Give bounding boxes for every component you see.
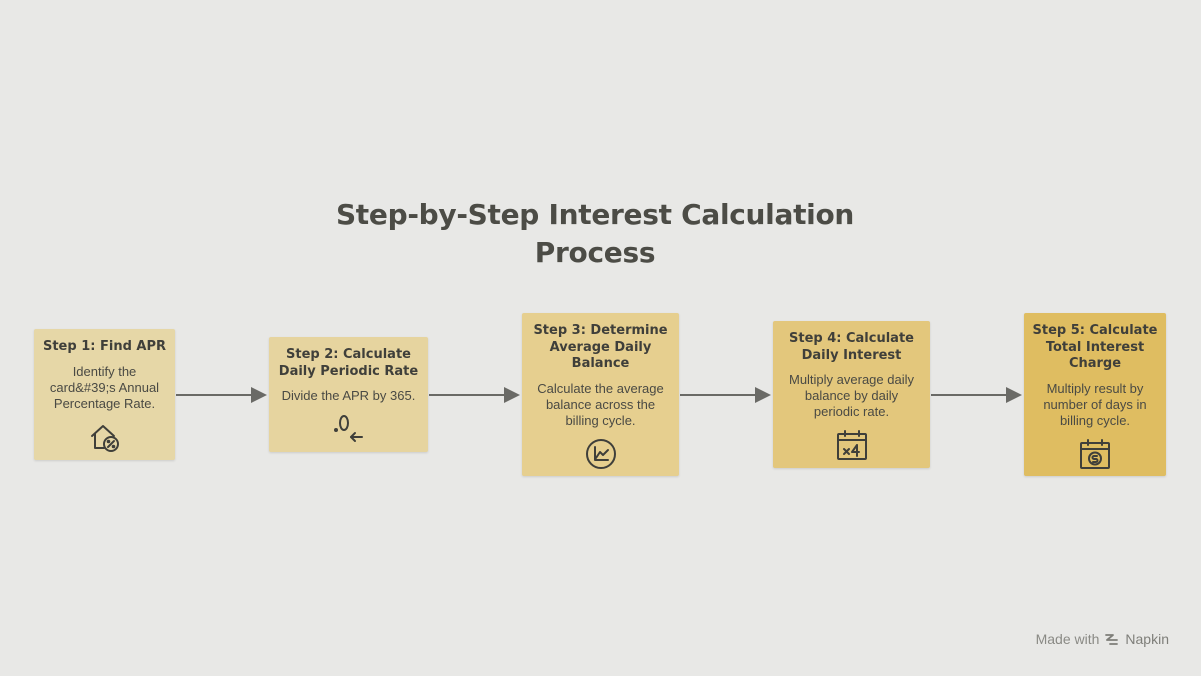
step-5-card: Step 5: Calculate Total Interest Charge …	[1024, 313, 1166, 476]
step-2-description: Divide the APR by 365.	[281, 388, 416, 403]
step-3-card: Step 3: Determine Average Daily Balance …	[522, 313, 679, 476]
step-1-description: Identify the card&#39;s Annual Percentag…	[49, 363, 160, 411]
step-4-description: Multiply average daily balance by daily …	[788, 372, 914, 419]
step-4-card: Step 4: Calculate Daily Interest Multipl…	[773, 321, 930, 468]
chart-circle-icon	[585, 438, 616, 469]
step-3-title: Step 3: Determine Average Daily Balance	[533, 323, 668, 371]
step-5-title: Step 5: Calculate Total Interest Charge	[1032, 323, 1158, 371]
calendar-multiply-icon	[836, 430, 867, 460]
title-line-1: Step-by-Step Interest Calculation	[335, 198, 855, 231]
step-3-description: Calculate the average balance across the…	[537, 380, 664, 428]
house-percent-icon	[90, 424, 119, 452]
footer-watermark: Made with Napkin	[1036, 631, 1169, 647]
calendar-money-icon	[1080, 438, 1110, 469]
decimal-arrow-icon	[333, 415, 363, 442]
step-2-card: Step 2: Calculate Daily Periodic Rate Di…	[269, 337, 428, 452]
step-4-title: Step 4: Calculate Daily Interest	[789, 331, 914, 363]
napkin-brand-label: Napkin	[1125, 631, 1169, 647]
step-5-description: Multiply result by number of days in bil…	[1043, 380, 1147, 428]
napkin-logo-icon	[1105, 634, 1119, 645]
made-with-label: Made with	[1035, 631, 1100, 647]
page-title: Step-by-Step Interest Calculation Proces…	[300, 196, 890, 272]
step-1-title: Step 1: Find APR	[42, 339, 167, 354]
step-1-card: Step 1: Find APR Identify the card&#39;s…	[34, 329, 175, 460]
step-2-title: Step 2: Calculate Daily Periodic Rate	[278, 347, 419, 379]
title-line-2: Process	[534, 236, 656, 269]
